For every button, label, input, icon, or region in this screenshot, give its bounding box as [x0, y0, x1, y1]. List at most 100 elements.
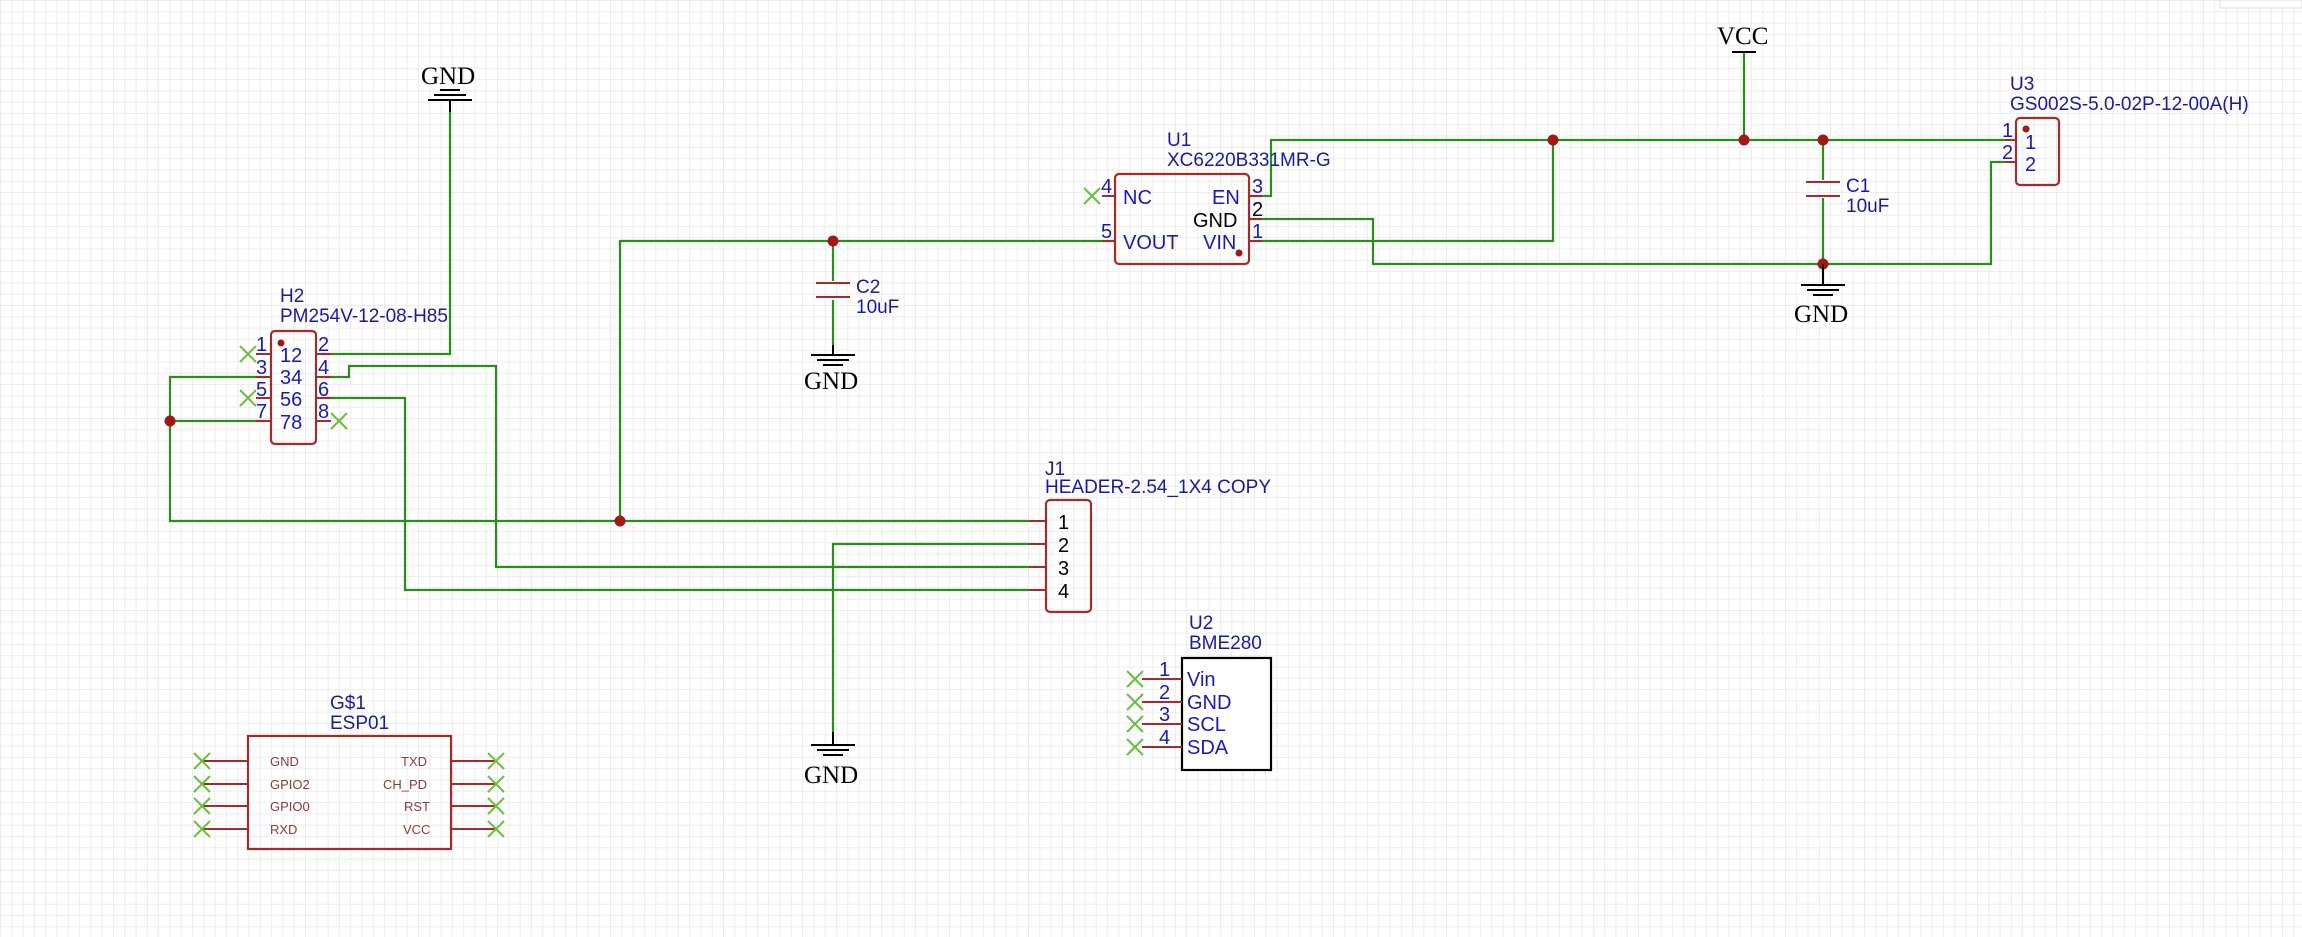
u3-part: GS002S-5.0-02P-12-00A(H)	[2010, 94, 2249, 115]
u2-pin-num: 4	[1159, 727, 1170, 749]
gs1-pin-name: VCC	[403, 822, 430, 837]
h2-ref: H2	[280, 286, 304, 307]
j1-part: HEADER-2.54_1X4 COPY	[1045, 477, 1271, 498]
pin1-marker	[277, 339, 285, 347]
gs1-pin-name: RXD	[270, 822, 297, 837]
wire-u1-gnd[interactable]	[1250, 160, 2005, 266]
no-connect-marker	[239, 389, 257, 407]
no-connect-marker	[1083, 187, 1101, 205]
c1-capacitor[interactable]: C1 10uF	[1806, 176, 1889, 217]
gs1-pin-name: CH_PD	[383, 777, 427, 792]
h2-inner-label: 78	[280, 412, 302, 434]
u1-ref: U1	[1167, 130, 1191, 151]
junction	[614, 515, 626, 527]
j1-pin-num: 4	[1058, 581, 1069, 603]
u2-pin-name: SDA	[1187, 737, 1229, 759]
u1-pin-num: 1	[1252, 221, 1263, 243]
h2-pin-num: 6	[318, 379, 329, 401]
wire-h2-pin3[interactable]	[168, 375, 1029, 523]
h2-component[interactable]: H2 PM254V-12-08-H85 1 3 5 7 2 4 6 8 12 3…	[239, 286, 448, 446]
gnd-label: GND	[804, 762, 858, 789]
u1-pin-name: GND	[1193, 210, 1237, 232]
h2-pin-num: 5	[256, 379, 267, 401]
u2-part: BME280	[1189, 633, 1262, 654]
gnd-symbol[interactable]: GND	[1794, 264, 1848, 328]
gs1-part: ESP01	[330, 713, 389, 734]
no-connect-marker	[1126, 715, 1144, 733]
gnd-symbol[interactable]: GND	[804, 345, 858, 395]
u3-body	[2014, 116, 2061, 187]
gnd-label: GND	[421, 63, 475, 90]
j1-pin-num: 2	[1058, 535, 1069, 557]
u1-part: XC6220B331MR-G	[1167, 150, 1331, 171]
u1-pin-name: NC	[1123, 187, 1152, 209]
gnd-symbol[interactable]: GND	[804, 732, 858, 789]
gs1-pin-name: GPIO2	[270, 777, 310, 792]
wire-j1-2-gnd[interactable]	[831, 542, 1029, 732]
u1-pin-name: VOUT	[1123, 232, 1179, 254]
c2-capacitor[interactable]: C2 10uF	[816, 277, 899, 318]
no-connect-marker	[193, 752, 211, 770]
u1-pin-num: 5	[1101, 221, 1112, 243]
no-connect-marker	[193, 820, 211, 838]
no-connect-marker	[1126, 670, 1144, 688]
gs1-ref: G$1	[330, 693, 366, 714]
j1-component[interactable]: J1 HEADER-2.54_1X4 COPY 1 2 3 4	[1029, 459, 1271, 614]
vcc-symbol[interactable]: VCC	[1717, 23, 1768, 53]
wires	[168, 52, 2005, 732]
junction	[164, 415, 176, 427]
junction	[1738, 134, 1750, 146]
wire-h2-pin6-j1-4[interactable]	[321, 396, 1029, 592]
no-connect-marker	[193, 797, 211, 815]
gs1-component[interactable]: G$1 ESP01 GND GPIO2 GPIO0 RXD TXD CH_PD …	[193, 693, 505, 851]
junction	[827, 235, 839, 247]
u2-pin-name: GND	[1187, 692, 1231, 714]
no-connect-marker	[487, 820, 505, 838]
no-connect-marker	[487, 797, 505, 815]
c2-value: 10uF	[856, 297, 899, 318]
h2-inner-label: 34	[280, 367, 302, 389]
gs1-pin-name: TXD	[401, 754, 427, 769]
junction	[1547, 134, 1559, 146]
junctions	[164, 134, 1829, 527]
u1-pin-num: 3	[1252, 176, 1263, 198]
no-connect-marker	[193, 775, 211, 793]
h2-inner-label: 56	[280, 389, 302, 411]
u1-pin-num: 2	[1252, 199, 1263, 221]
h2-pin-num: 4	[318, 357, 329, 379]
j1-pin-num: 1	[1058, 512, 1069, 534]
gs1-pin-name: RST	[404, 799, 430, 814]
j1-pin-num: 3	[1058, 558, 1069, 580]
u2-pin-num: 2	[1159, 682, 1170, 704]
gs1-pin-name: GPIO0	[270, 799, 310, 814]
u3-ref: U3	[2010, 74, 2034, 95]
wire-vin[interactable]	[1250, 140, 1555, 243]
u2-pin-name: SCL	[1187, 714, 1226, 736]
h2-part: PM254V-12-08-H85	[280, 306, 448, 327]
no-connect-marker	[1126, 738, 1144, 756]
u3-component[interactable]: U3 GS002S-5.0-02P-12-00A(H) 1 2 1 2	[2002, 74, 2249, 187]
u1-pin-name: VIN	[1203, 232, 1236, 254]
wire-h2-pin4-j1-3[interactable]	[321, 364, 1029, 569]
wire-vout[interactable]	[618, 239, 1115, 521]
vcc-label: VCC	[1717, 23, 1768, 50]
u2-body	[1180, 656, 1273, 772]
wire-en[interactable]	[1250, 138, 2005, 198]
gnd-symbol[interactable]: GND	[421, 63, 475, 112]
u2-component[interactable]: U2 BME280 1 2 3 4 Vin GND SCL SDA	[1126, 613, 1273, 772]
j1-ref: J1	[1045, 459, 1065, 480]
u3-inner-label: 2	[2025, 154, 2036, 176]
c2-ref: C2	[856, 277, 880, 298]
no-connect-marker	[239, 345, 257, 363]
h2-inner-label: 12	[280, 345, 302, 367]
junction	[1817, 134, 1829, 146]
h2-pin-num: 7	[256, 401, 267, 423]
wire-h2-pin2-gnd[interactable]	[321, 112, 452, 356]
no-connect-marker	[330, 412, 348, 430]
gnd-label: GND	[1794, 301, 1848, 328]
canvas-corner-widget[interactable]	[2219, 0, 2302, 9]
u1-component[interactable]: U1 XC6220B331MR-G 4 5 NC VOUT 3 2 1 EN G…	[1083, 130, 1331, 266]
h2-pin-num: 3	[256, 357, 267, 379]
